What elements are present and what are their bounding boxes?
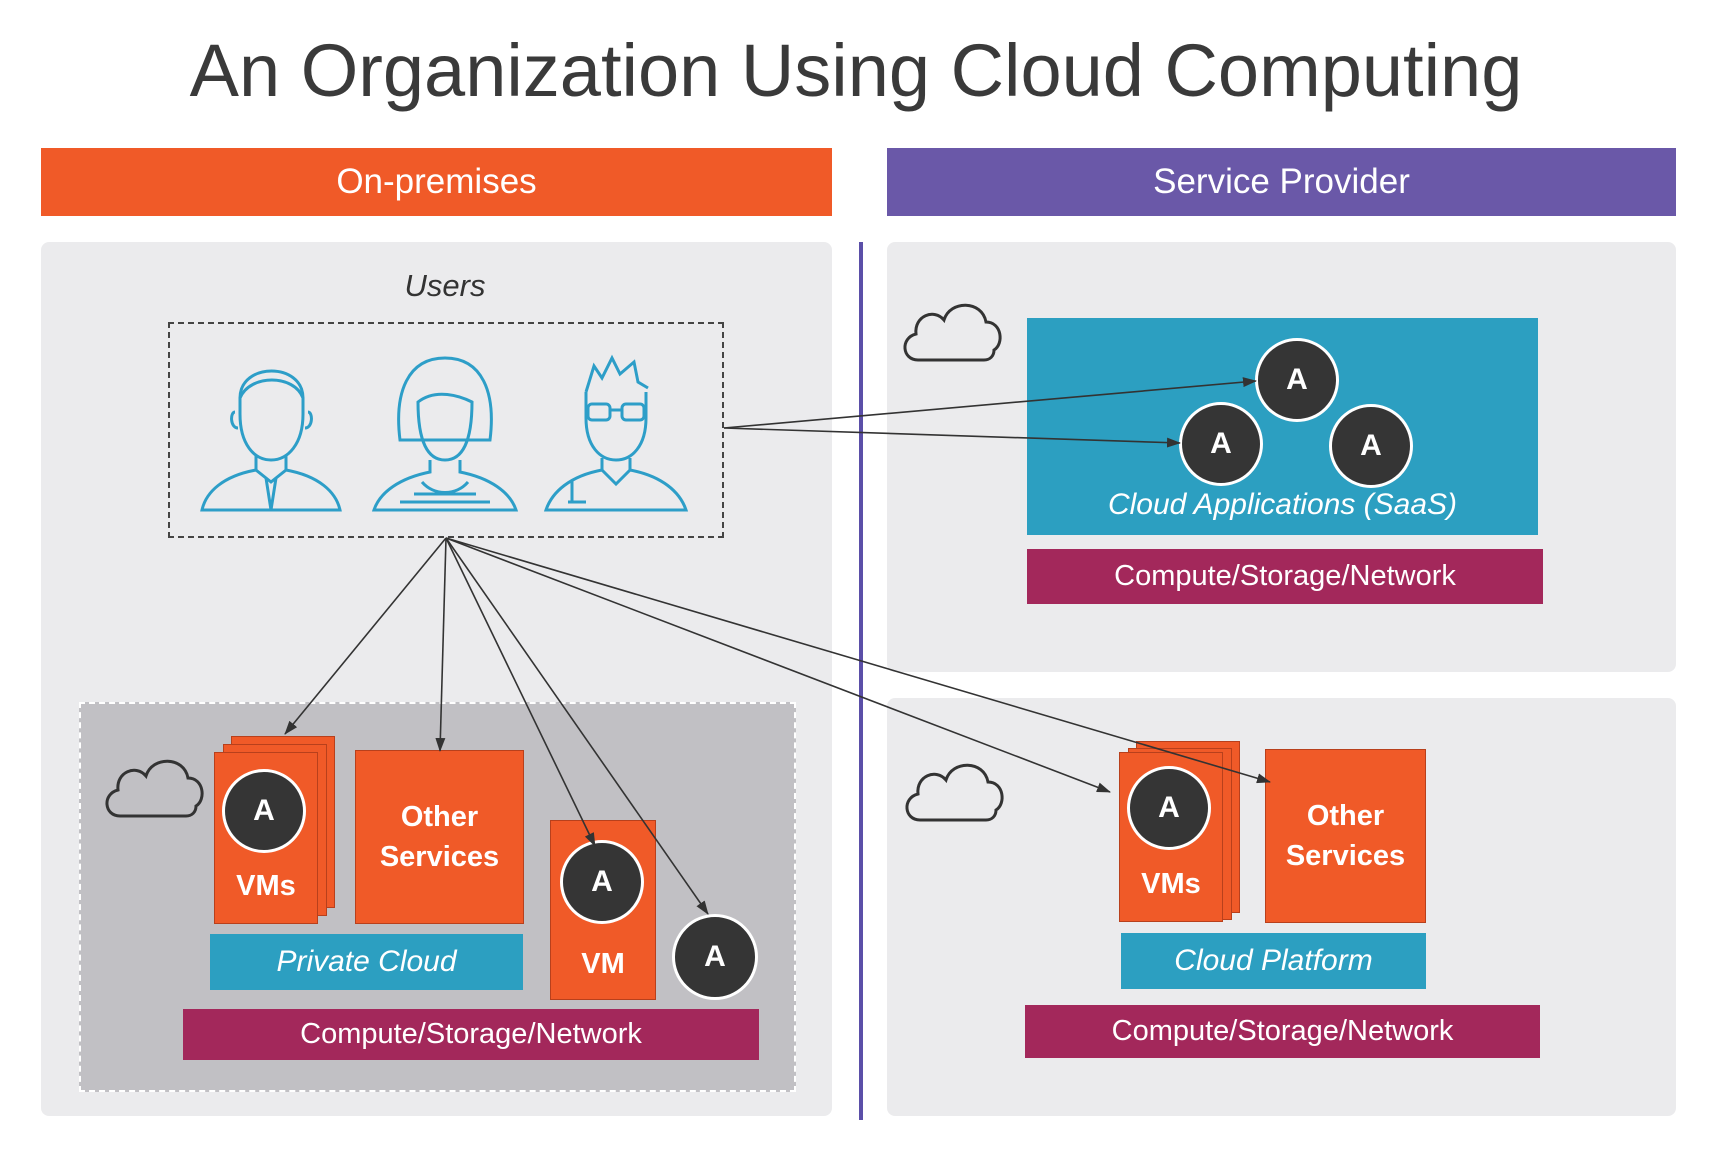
cloud-icon bbox=[903, 303, 1002, 362]
cloud-icon bbox=[905, 763, 1004, 822]
service-provider-header: Service Provider bbox=[887, 148, 1676, 216]
paas-infra-bar: Compute/Storage/Network bbox=[1025, 1005, 1540, 1058]
on-premises-header: On-premises bbox=[41, 148, 832, 216]
diagram-title: An Organization Using Cloud Computing bbox=[189, 29, 1523, 112]
saas-label: Cloud Applications (SaaS) bbox=[1107, 488, 1458, 521]
paas-other-services-box: Other Services bbox=[1265, 749, 1426, 923]
cloud-icon bbox=[105, 759, 204, 818]
standalone-app-node: A bbox=[672, 914, 758, 1000]
arrow-users-to-vms bbox=[284, 537, 447, 735]
arrow-users-to-saas-app bbox=[723, 377, 1257, 429]
on-premises-infra-bar: Compute/Storage/Network bbox=[183, 1009, 759, 1060]
arrow-users-to-saas-app bbox=[723, 427, 1181, 448]
arrow-users-to-paas-vms bbox=[445, 537, 1111, 793]
other-services-box: Other Services bbox=[355, 750, 524, 924]
arrow-users-to-other-services bbox=[435, 537, 447, 752]
paas-app-node: A bbox=[1127, 766, 1211, 850]
vms-label: VMs bbox=[1141, 868, 1201, 900]
vms-label: VMs bbox=[236, 870, 296, 902]
saas-infra-bar: Compute/Storage/Network bbox=[1027, 549, 1543, 604]
arrow-users-to-standalone-app bbox=[445, 537, 709, 915]
other-services-label: Other Services bbox=[379, 801, 500, 873]
saas-app-node: A bbox=[1329, 404, 1413, 488]
user-man-icon bbox=[200, 369, 342, 512]
vm-label: VM bbox=[581, 948, 625, 980]
vm-app-node: A bbox=[560, 840, 644, 924]
user-woman-icon bbox=[371, 356, 519, 512]
cloud-platform-bar: Cloud Platform bbox=[1121, 933, 1426, 989]
app-node: A bbox=[222, 769, 306, 853]
arrow-users-to-vm bbox=[445, 537, 596, 847]
other-services-label: Other Services bbox=[1285, 800, 1406, 872]
arrow-users-to-paas-services bbox=[445, 537, 1271, 784]
private-cloud-bar: Private Cloud bbox=[210, 934, 523, 990]
user-glasses-icon bbox=[543, 354, 689, 512]
users-group-box bbox=[168, 322, 724, 538]
users-label: Users bbox=[404, 268, 486, 303]
divider-line bbox=[859, 242, 863, 1120]
